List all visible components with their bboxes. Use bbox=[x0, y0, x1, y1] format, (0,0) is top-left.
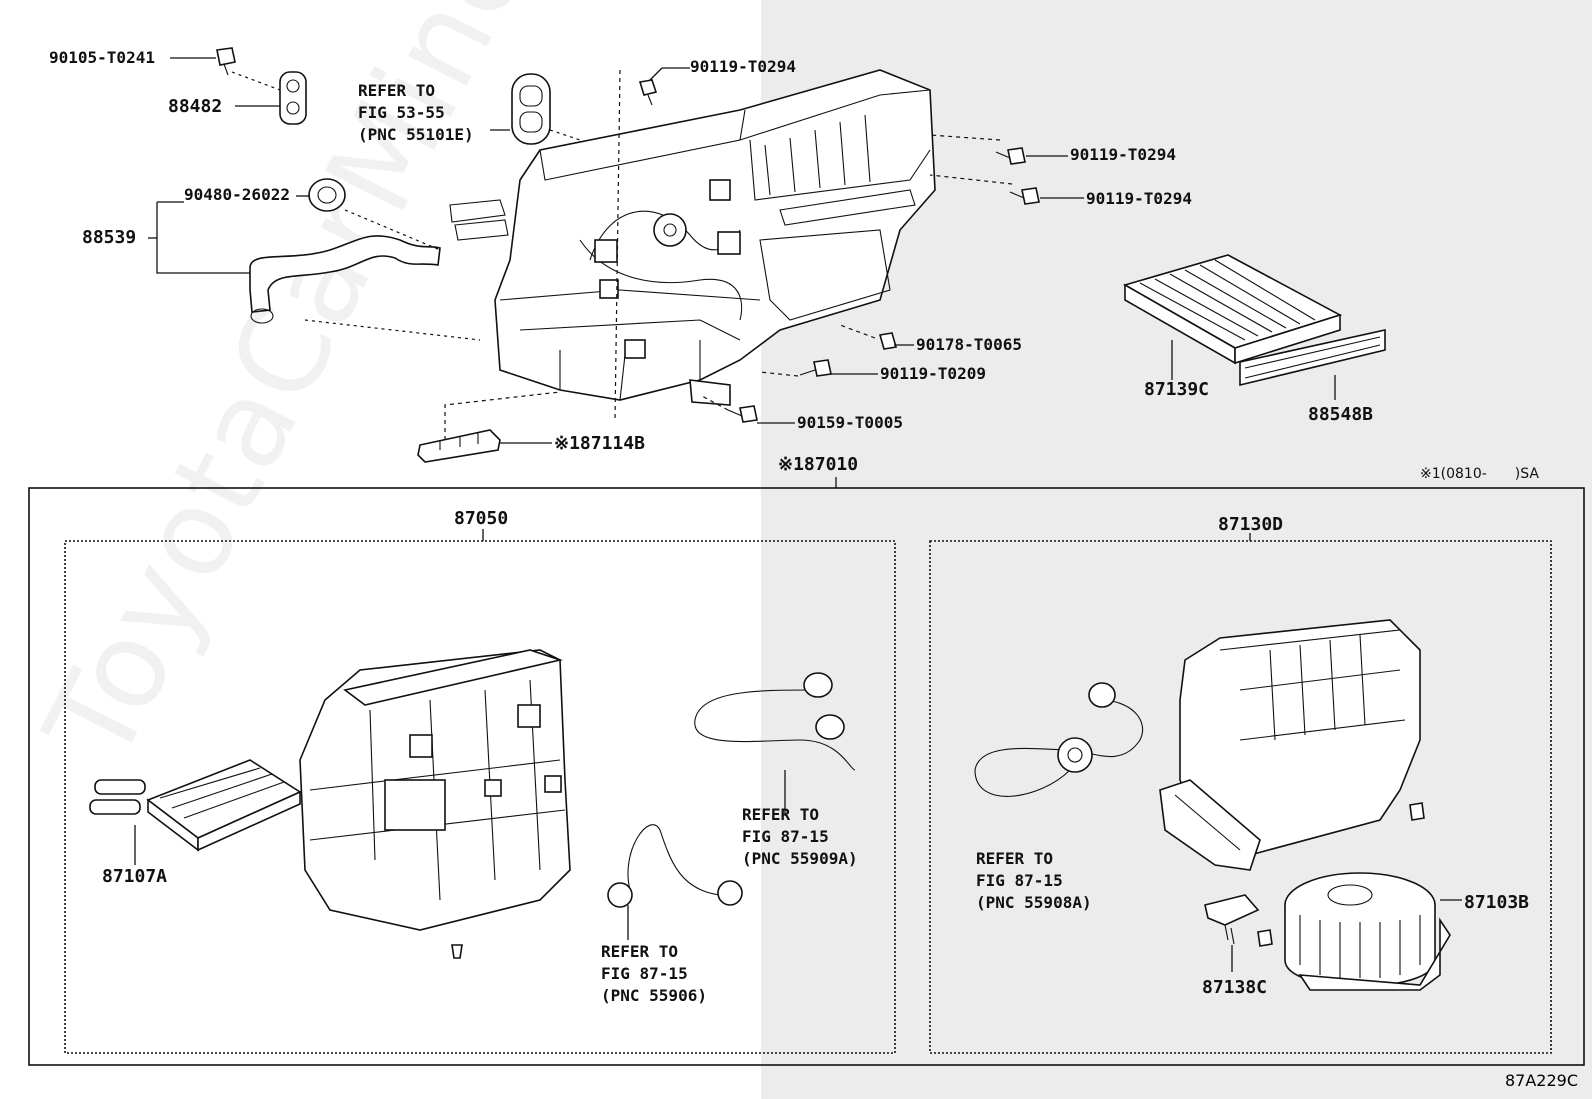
label-87130d: 87130D bbox=[1218, 514, 1284, 535]
refer-note-3-line1: REFER TO bbox=[601, 942, 679, 961]
filter-frame-88548b-drawing bbox=[1239, 329, 1386, 387]
refer-note-1-line3: (PNC 55101E) bbox=[358, 125, 474, 144]
refer-note-3-line2: FIG 87-15 bbox=[601, 964, 688, 983]
label-90119-t0294-top: 90119-T0294 bbox=[690, 57, 796, 76]
blower-case-drawing bbox=[1159, 619, 1425, 871]
note-sa: ※1(0810- )SA bbox=[1420, 466, 1539, 482]
resistor-87138c-drawing bbox=[1204, 894, 1273, 972]
label-88539: 88539 bbox=[82, 227, 137, 248]
main-hvac-unit-drawing bbox=[449, 69, 936, 406]
wire-harness-55909a-drawing bbox=[694, 672, 856, 815]
label-90178-t0065: 90178-T0065 bbox=[916, 335, 1022, 354]
grommet-drawing bbox=[511, 73, 581, 145]
assembly-87130d-box bbox=[929, 540, 1552, 1054]
refer-note-1-line2: FIG 53-55 bbox=[358, 103, 445, 122]
blower-motor-87103b-drawing bbox=[1284, 872, 1451, 991]
label-87139c: 87139C bbox=[1144, 379, 1210, 400]
assembly-87010-box bbox=[28, 487, 1585, 1066]
label-88482: 88482 bbox=[168, 96, 223, 117]
refer-note-2-line2: FIG 87-15 bbox=[742, 827, 829, 846]
refer-note-2-line3: (PNC 55909A) bbox=[742, 849, 858, 868]
bolts-drawing bbox=[614, 69, 1040, 423]
drain-hose-88539-drawing bbox=[249, 178, 481, 341]
refer-note-2-line1: REFER TO bbox=[742, 805, 820, 824]
heater-core-87107a-drawing bbox=[89, 759, 302, 865]
label-88548b: 88548B bbox=[1308, 404, 1374, 425]
label-87103b: 87103B bbox=[1464, 892, 1530, 913]
refer-note-1-line1: REFER TO bbox=[358, 81, 436, 100]
label-87114b: ※187114B bbox=[554, 433, 645, 454]
label-87010: ※187010 bbox=[778, 454, 859, 475]
refer-note-4-line2: FIG 87-15 bbox=[976, 871, 1063, 890]
label-90159-t0005: 90159-T0005 bbox=[797, 413, 903, 432]
clip-87114b-drawing bbox=[417, 391, 561, 463]
label-90119-t0294-right2: 90119-T0294 bbox=[1086, 189, 1192, 208]
label-90119-t0209: 90119-T0209 bbox=[880, 364, 986, 383]
leader-lines bbox=[148, 57, 1462, 901]
bracket-88482-drawing bbox=[216, 47, 307, 125]
wire-harness-55906-drawing bbox=[607, 824, 743, 940]
label-90480-26022: 90480-26022 bbox=[184, 185, 290, 204]
figure-code: 87A229C bbox=[1505, 1071, 1579, 1090]
assembly-87050-box bbox=[64, 540, 896, 1054]
label-90105-t0241: 90105-T0241 bbox=[49, 48, 155, 67]
label-87050: 87050 bbox=[454, 508, 509, 529]
refer-note-4-line1: REFER TO bbox=[976, 849, 1054, 868]
label-87138c: 87138C bbox=[1202, 977, 1268, 998]
heater-unit-case-drawing bbox=[299, 649, 571, 959]
air-filter-87139c-drawing bbox=[1122, 254, 1343, 365]
refer-note-4-line3: (PNC 55908A) bbox=[976, 893, 1092, 912]
label-90119-t0294-right1: 90119-T0294 bbox=[1070, 145, 1176, 164]
servo-harness-55908a-drawing bbox=[974, 682, 1143, 797]
refer-note-3-line3: (PNC 55906) bbox=[601, 986, 707, 1005]
label-87107a: 87107A bbox=[102, 866, 168, 887]
